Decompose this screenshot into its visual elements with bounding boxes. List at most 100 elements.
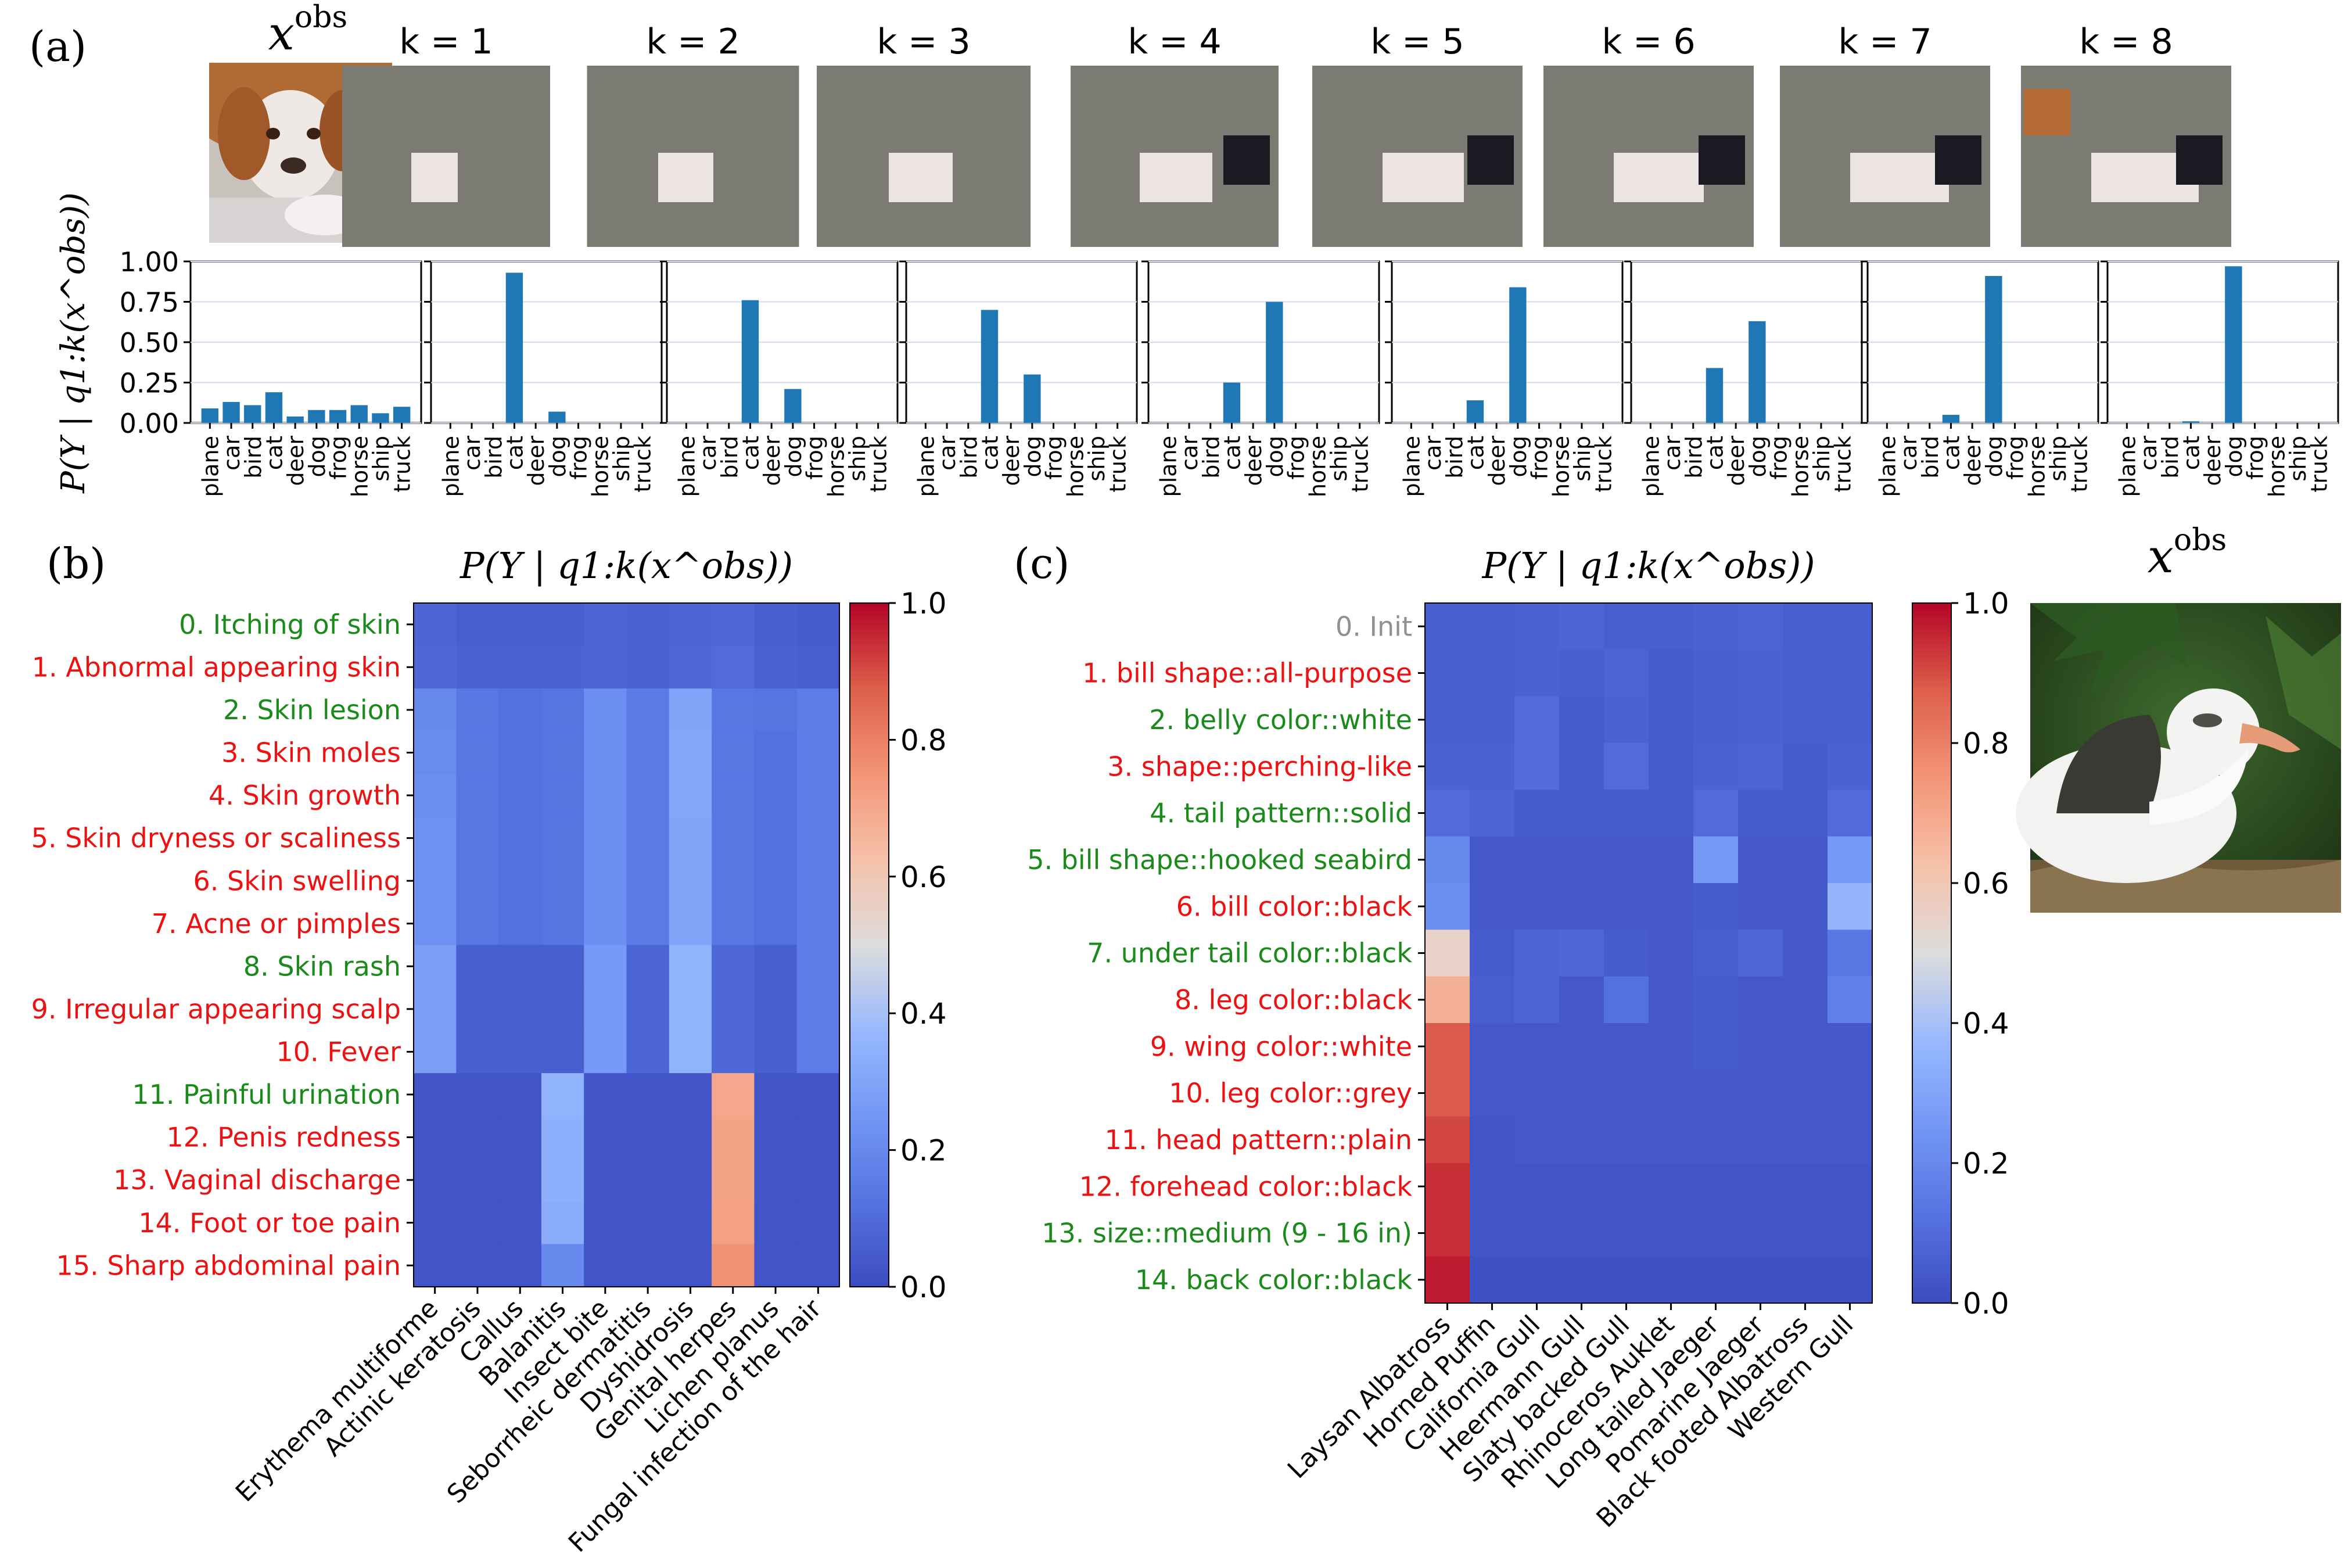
bar-horse (350, 405, 368, 423)
heatmap-cell (541, 688, 584, 732)
heatmap-cell (456, 1244, 500, 1287)
x-tick-label: truck (390, 436, 415, 493)
revealed-patch-dark (1699, 135, 1745, 185)
x-tick-label: dog (1262, 436, 1288, 478)
heatmap-cell (796, 603, 840, 647)
heatmap-cell (754, 1244, 798, 1287)
heatmap-cell (1783, 976, 1828, 1024)
x-tick-label: plane (1638, 436, 1664, 497)
heatmap-cell (626, 1115, 670, 1159)
heatmap-cell (1425, 1116, 1470, 1164)
heatmap-cell (796, 1030, 840, 1074)
heatmap-cell (1514, 1163, 1560, 1210)
heatmap-cell (1604, 883, 1649, 930)
heatmap-cell (1693, 836, 1739, 884)
bar-dog (308, 410, 325, 423)
heatmap-cell (1738, 1256, 1783, 1304)
heatmap-cell (1783, 1256, 1828, 1304)
x-tick-label: cat (1463, 436, 1488, 470)
heatmap-cell (498, 1030, 542, 1074)
heatmap-cell (1425, 650, 1470, 697)
heatmap-cell (456, 603, 500, 647)
bar-chart-0: 0.000.250.500.751.00planecarbirdcatdeerd… (120, 246, 422, 497)
heatmap-cell (541, 945, 584, 988)
heatmap-cell (1828, 696, 1873, 744)
heatmap-cell (1559, 1163, 1604, 1210)
bar-deer (286, 416, 304, 423)
heatmap-cell (626, 731, 670, 774)
heatmap-cell (1425, 836, 1470, 884)
x-tick-label: horse (1787, 436, 1813, 497)
heatmap-cell (584, 688, 627, 732)
heatmap-cell (712, 902, 755, 946)
heatmap-cell (712, 1158, 755, 1202)
heatmap-cell (1693, 976, 1739, 1024)
heatmap-cell (414, 988, 457, 1031)
x-tick-label: bird (717, 436, 742, 479)
row-label: 12. Penis redness (167, 1122, 401, 1153)
colorbar-tick-label: 0.0 (1963, 1287, 2009, 1321)
x-tick-label: frog (1767, 436, 1792, 480)
bar-dog (548, 411, 566, 423)
colorbar-tick-label: 0.2 (900, 1134, 947, 1168)
colorbar-tick-label: 0.8 (900, 723, 947, 757)
heatmap-cell (712, 603, 755, 647)
heatmap-cell (584, 988, 627, 1031)
x-tick-label: bird (481, 436, 507, 479)
heatmap-cell (498, 902, 542, 946)
masked-image-k6: k = 6 (1543, 21, 1754, 247)
heatmap-title: P(Y | q1:k(x^obs)) (1481, 544, 1815, 587)
heatmap-cell (1514, 930, 1560, 977)
colorbar-tick-label: 0.0 (900, 1271, 947, 1304)
heatmap-cell (498, 816, 542, 860)
heatmap-cell (584, 1030, 627, 1074)
heatmap-cell (1514, 976, 1560, 1024)
heatmap-cell (1828, 883, 1873, 930)
heatmap-cell (712, 859, 755, 903)
heatmap-cell (456, 1030, 500, 1074)
heatmap-cell (1828, 976, 1873, 1024)
heatmap-cell (1470, 603, 1515, 650)
x-tick-label: ship (1809, 436, 1834, 482)
heatmap-cell (1649, 743, 1694, 790)
x-tick-label: ship (1084, 436, 1110, 482)
heatmap-cell (541, 988, 584, 1031)
x-tick-label: cat (1938, 436, 1964, 470)
heatmap-cell (1470, 836, 1515, 884)
heatmap-cell (1738, 883, 1783, 930)
heatmap-cell (456, 1201, 500, 1245)
x-tick-label: frog (1042, 436, 1067, 480)
heatmap-cell (1738, 1210, 1783, 1257)
masked-image-k4: k = 4 (1071, 21, 1279, 247)
revealed-patch-ear (2024, 89, 2070, 135)
bar-car (222, 401, 240, 423)
heatmap-cell (712, 774, 755, 817)
revealed-patch (1850, 153, 1949, 202)
heatmap-cell (754, 731, 798, 774)
heatmap-cell (498, 645, 542, 689)
heatmap-cell (1738, 743, 1783, 790)
heatmap-cell (669, 1030, 712, 1074)
heatmap-cell (1828, 1023, 1873, 1070)
heatmap-cell (1470, 696, 1515, 744)
x-tick-label: horse (1548, 436, 1574, 497)
heatmap-cell (1693, 696, 1739, 744)
heatmap-cell (1470, 883, 1515, 930)
x-tick-label: truck (630, 436, 656, 493)
row-label: 11. Painful urination (132, 1079, 401, 1110)
heatmap-cell (1470, 1023, 1515, 1070)
x-tick-label: dog (1745, 436, 1771, 478)
heatmap-cell (796, 1244, 840, 1287)
heatmap-cell (541, 774, 584, 817)
bar-cat (1223, 382, 1241, 423)
bar-frog (329, 410, 347, 423)
bar-dog (1749, 321, 1766, 423)
heatmap-cell (1425, 696, 1470, 744)
heatmap-cell (626, 816, 670, 860)
bar-truck (393, 407, 411, 423)
bar-ship (372, 413, 389, 423)
row-label: 14. Foot or toe pain (138, 1207, 401, 1239)
x-tick-label: bird (1198, 436, 1224, 479)
heatmap-cell (1604, 743, 1649, 790)
